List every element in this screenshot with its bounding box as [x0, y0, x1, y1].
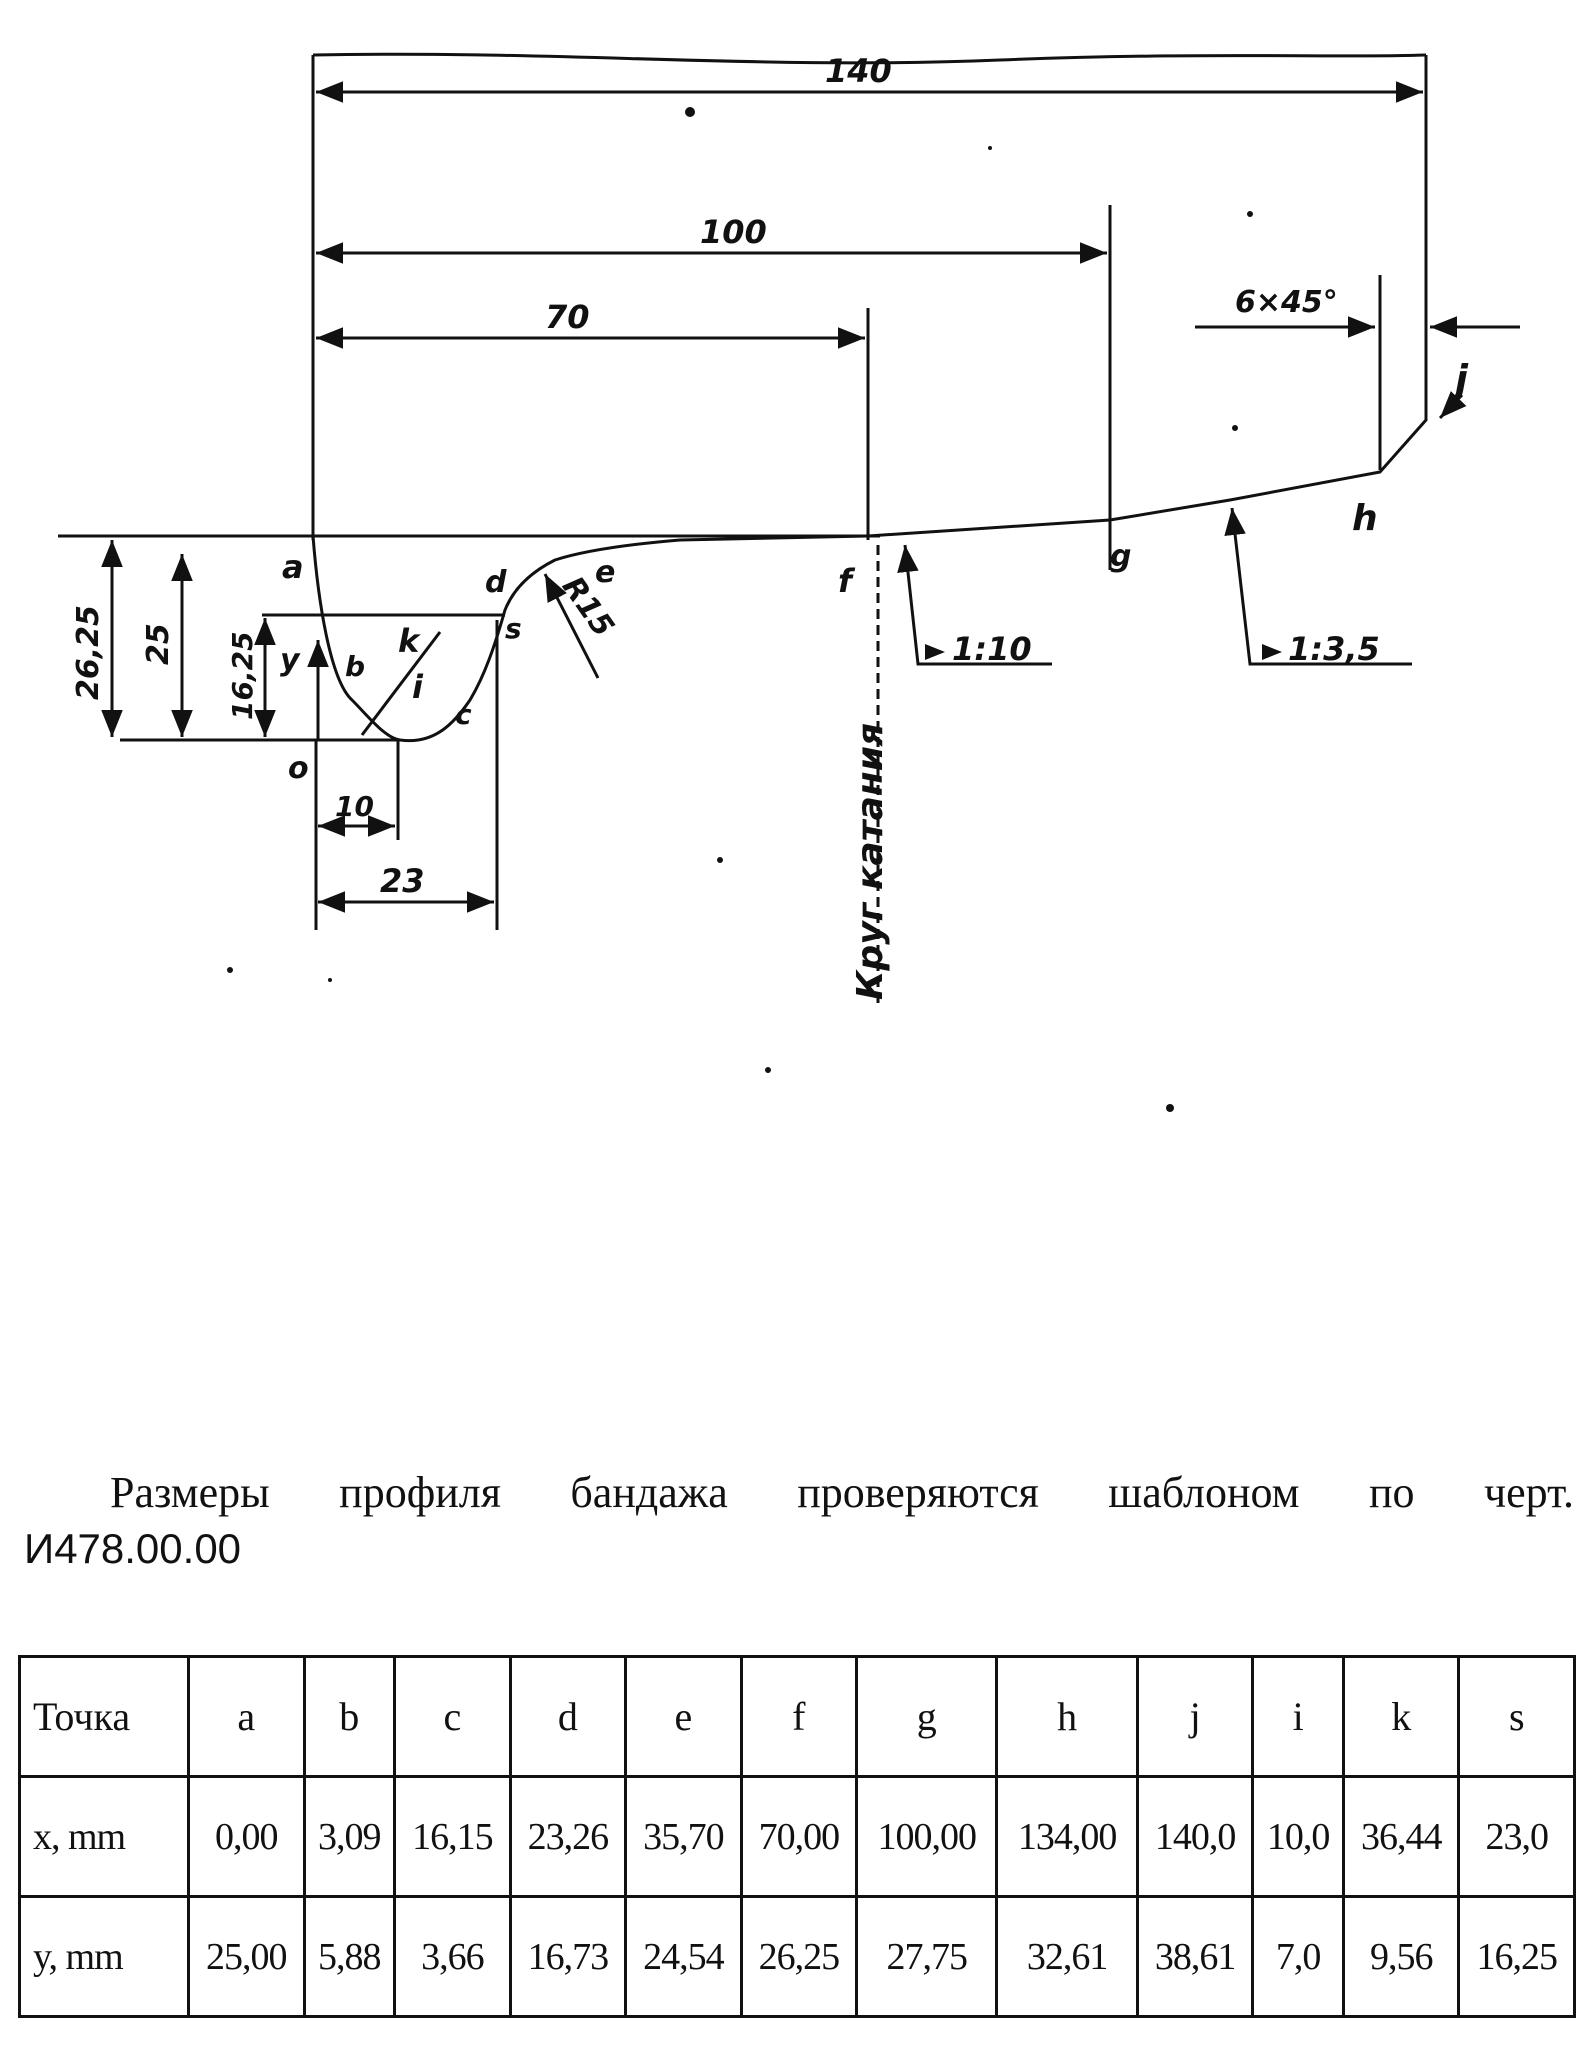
- table-cell: 3,09: [302, 1775, 397, 1898]
- axis-y-label: y: [280, 643, 301, 678]
- table-cell: 70,00: [739, 1775, 859, 1898]
- caption-line-2: И478.00.00: [24, 1525, 242, 1572]
- point-k-label: k: [398, 622, 421, 660]
- table-cell: 32,61: [995, 1895, 1139, 2018]
- dim-100-text: 100: [700, 213, 767, 251]
- table-cell: 16,15: [393, 1775, 512, 1898]
- table-cell: 23,0: [1457, 1775, 1576, 1898]
- profile-curve: [311, 410, 1428, 743]
- table-cell: 24,54: [624, 1895, 743, 2018]
- table-cell: 35,70: [624, 1775, 743, 1898]
- table-header-row: Точка a b c d e f g h j i k s: [18, 1655, 1576, 1778]
- table-cell: b: [302, 1655, 397, 1778]
- point-c-label: c: [455, 698, 472, 731]
- table-cell: 7,0: [1251, 1895, 1345, 2018]
- caption: Размеры профиля бандажа проверяются шабл…: [24, 1465, 1574, 1577]
- table-cell: 23,26: [508, 1775, 628, 1898]
- point-b-label: b: [345, 650, 365, 683]
- rolling-circle-label: Круг катания: [850, 723, 891, 1000]
- table-cell: 5,88: [302, 1895, 397, 2018]
- table-cell: 3,66: [393, 1895, 512, 2018]
- point-h-label: h: [1352, 498, 1378, 539]
- table-cell: 25,00: [187, 1895, 306, 2018]
- dim-16-25-text: 16,25: [226, 631, 259, 720]
- slope2-arrow-icon: [1262, 644, 1282, 660]
- j-arrow: [1438, 391, 1467, 420]
- table-cell: x, mm: [18, 1775, 190, 1898]
- table-cell: 100,00: [855, 1775, 999, 1898]
- table-cell: 16,25: [1457, 1895, 1576, 2018]
- table-cell: y, mm: [18, 1895, 190, 2018]
- dim-23-text: 23: [380, 862, 425, 900]
- point-o-label: o: [288, 751, 309, 786]
- dim-10-text: 10: [335, 790, 374, 823]
- point-a-label: a: [282, 548, 304, 586]
- table-cell: g: [855, 1655, 999, 1778]
- table-cell: 36,44: [1341, 1775, 1461, 1898]
- point-d-label: d: [485, 565, 507, 600]
- table-cell: 140,0: [1135, 1775, 1255, 1898]
- table-cell: f: [739, 1655, 859, 1778]
- table-cell: 9,56: [1341, 1895, 1461, 2018]
- table-cell: c: [393, 1655, 512, 1778]
- table-cell: e: [624, 1655, 743, 1778]
- slope1-leader: [897, 544, 1052, 666]
- table-cell: 38,61: [1135, 1895, 1255, 2018]
- slope1-arrow-icon: [925, 644, 945, 660]
- table-cell: 0,00: [187, 1775, 306, 1898]
- dim-70-text: 70: [545, 298, 590, 336]
- bandage-profile-drawing: 140 100 70 6×45° R15 1:10 1:3,5 26,25 25…: [58, 52, 1520, 1112]
- table-cell: 10,0: [1251, 1775, 1345, 1898]
- slope2-leader: [1224, 507, 1412, 666]
- radius-leader: [543, 573, 600, 679]
- caption-line-1: Размеры профиля бандажа проверяются шабл…: [110, 1468, 1574, 1517]
- dim-140-extension-top: [312, 52, 1427, 65]
- dim-26-25-text: 26,25: [71, 605, 106, 700]
- scan-noise: [227, 107, 1253, 1112]
- point-i-label: i: [412, 668, 424, 706]
- table-cell: i: [1251, 1655, 1345, 1778]
- table-row-y: y, mm 25,00 5,88 3,66 16,73 24,54 26,25 …: [18, 1895, 1576, 2018]
- table-cell: k: [1341, 1655, 1461, 1778]
- table-cell: 134,00: [995, 1775, 1139, 1898]
- table-cell: h: [995, 1655, 1139, 1778]
- table-cell: Точка: [18, 1655, 190, 1778]
- table-cell: s: [1457, 1655, 1576, 1778]
- point-s-label: s: [505, 612, 522, 645]
- table-cell: 27,75: [855, 1895, 999, 2018]
- table-cell: 26,25: [739, 1895, 859, 2018]
- point-f-label: f: [838, 562, 856, 600]
- table-row-x: x, mm 0,00 3,09 16,15 23,26 35,70 70,00 …: [18, 1775, 1576, 1898]
- slope2-text: 1:3,5: [1288, 630, 1380, 668]
- slope1-text: 1:10: [952, 630, 1032, 668]
- point-e-label: e: [595, 555, 615, 590]
- chamfer-text: 6×45°: [1235, 285, 1338, 320]
- profile-coordinates-table: Точка a b c d e f g h j i k s x, mm 0,00…: [18, 1655, 1576, 2018]
- point-g-label: g: [1110, 539, 1131, 574]
- point-j-label: j: [1450, 357, 1469, 401]
- table-cell: j: [1135, 1655, 1255, 1778]
- dim-25-text: 25: [141, 623, 176, 665]
- table-cell: d: [508, 1655, 628, 1778]
- dim-140-text: 140: [825, 52, 892, 90]
- k-i-line: [360, 631, 442, 736]
- table-cell: a: [187, 1655, 306, 1778]
- table-cell: 16,73: [508, 1895, 628, 2018]
